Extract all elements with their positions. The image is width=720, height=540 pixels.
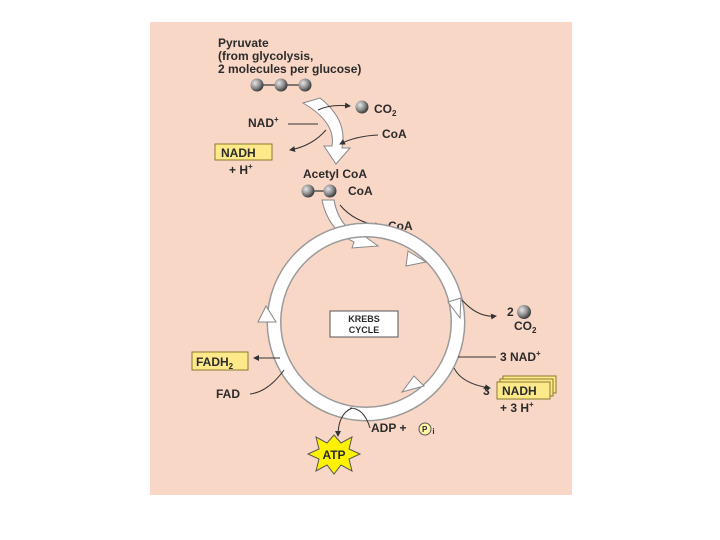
h-plus-top-label: + H+	[229, 162, 253, 177]
acetyl-coa-coa-label: CoA	[348, 184, 373, 198]
nadh-output-arrow	[289, 129, 327, 153]
co2-right-arrow	[461, 299, 497, 320]
nad-right-label: 3 NAD+	[500, 349, 541, 364]
nadh-top-box	[214, 143, 273, 161]
pyruvate-molecule	[250, 78, 312, 92]
nadh-right-box-stack	[496, 375, 557, 400]
diagram-background	[150, 22, 572, 495]
krebs-cycle-label-box	[329, 310, 399, 338]
fad-label: FAD	[216, 387, 240, 401]
atp-star-icon	[306, 434, 362, 475]
coa-input-arrow	[339, 134, 379, 145]
fadh2-box	[191, 351, 249, 371]
co2-release-arrow	[317, 102, 351, 111]
nadh-right-count: 3	[483, 384, 490, 398]
acetyl-coa-molecule	[301, 184, 337, 198]
nad-plus-label: NAD+	[248, 115, 279, 130]
krebs-cycle-ring	[257, 222, 466, 422]
adp-input-line	[349, 407, 371, 429]
co2-molecule-right	[517, 305, 531, 319]
krebs-cycle-label: Krebs	[348, 314, 380, 324]
fadh2-label: FADH2	[196, 355, 234, 371]
phosphate-icon	[418, 422, 432, 436]
nadh-top-label: NADH	[221, 146, 256, 160]
pyruvate-source-label: (from glycolysis,	[218, 49, 313, 63]
co2-molecule-top	[355, 100, 369, 114]
co2-top-label: CO2	[374, 102, 397, 118]
h-plus-right-label: + 3 H+	[500, 400, 534, 415]
nadh-right-arrow	[453, 367, 491, 391]
coa-input-label: CoA	[382, 127, 407, 141]
co2-right-label: CO2	[514, 319, 537, 335]
pyruvate-conversion-arrow	[301, 97, 352, 165]
fad-input-arrow	[249, 369, 285, 395]
acetyl-coa-label: Acetyl CoA	[303, 167, 367, 181]
atp-output-arrow	[335, 407, 353, 437]
nadh-right-label: NADH	[502, 384, 537, 398]
adp-label: ADP +	[371, 421, 406, 435]
atp-label: ATP	[322, 448, 345, 462]
krebs-cycle-label-line2: cycle	[349, 325, 380, 335]
pyruvate-label: Pyruvate	[218, 36, 269, 50]
pyruvate-count-label: 2 molecules per glucose)	[218, 62, 361, 76]
co2-right-count: 2	[507, 305, 514, 319]
